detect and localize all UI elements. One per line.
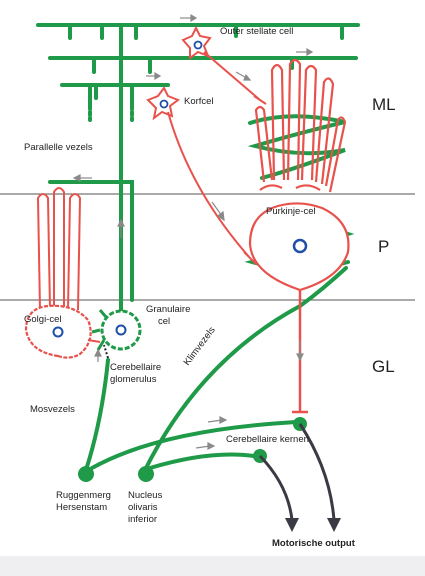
label-golgi-cel: Golgi-cel xyxy=(24,314,62,325)
label-glomerulus-line2: glomerulus xyxy=(110,374,157,385)
outer-stellate-body xyxy=(181,25,212,60)
signal-direction-arrows xyxy=(72,13,314,450)
golgi-nucleus xyxy=(52,326,64,338)
label-cerebellaire-kernen: Cerebellaire kernen xyxy=(226,434,309,445)
golgi-soma xyxy=(24,304,92,359)
label-ruggenmerg: Ruggenmerg xyxy=(56,490,111,501)
label-inferior: inferior xyxy=(128,514,157,525)
label-mosvezels: Mosvezels xyxy=(30,404,75,415)
granule-nucleus xyxy=(115,324,127,336)
label-granulaire-line2: cel xyxy=(158,316,170,327)
label-korfcel: Korfcel xyxy=(184,96,214,107)
layer-label-ml: ML xyxy=(372,95,396,114)
spinal-cord-brainstem-node xyxy=(78,466,94,482)
label-klimvezels: Klimvezels xyxy=(182,325,218,368)
basket-cell-nucleus xyxy=(159,99,169,109)
basket-cell-axon xyxy=(167,111,257,265)
label-nucleus: Nucleus xyxy=(128,490,163,501)
basket-cell-body xyxy=(146,86,181,121)
granule-dendrites xyxy=(91,309,108,351)
label-motorische-output: Motorische output xyxy=(272,538,356,549)
golgi-axon xyxy=(87,339,101,343)
label-olivaris: olivaris xyxy=(128,502,158,513)
motor-output-pathways xyxy=(258,423,336,521)
mossy-fiber xyxy=(84,358,110,472)
output-arrowhead-1 xyxy=(327,518,341,532)
mossy-collateral xyxy=(90,420,298,470)
purkinje-dendrites xyxy=(254,58,347,193)
label-glomerulus-line1: Cerebellaire xyxy=(110,362,161,373)
label-parallelle-vezels: Parallelle vezels xyxy=(24,142,93,153)
climbing-fiber xyxy=(143,266,348,472)
layer-label-gl: GL xyxy=(372,357,395,376)
outer-stellate-nucleus xyxy=(193,40,203,50)
inferior-olive-node xyxy=(138,466,154,482)
layer-label-p: P xyxy=(378,237,389,256)
climbing-collateral xyxy=(148,452,256,470)
mossy-terminal xyxy=(103,344,109,359)
golgi-dendrites xyxy=(36,187,82,311)
purkinje-soma xyxy=(248,202,350,292)
label-outer-stellate-cell: Outer stellate cell xyxy=(220,26,293,37)
outer-stellate-axon xyxy=(203,51,267,105)
parallel-fiber-golgi xyxy=(48,180,134,302)
granule-cell-body xyxy=(100,309,142,351)
bottom-strip xyxy=(0,556,425,576)
output-arrowhead-2 xyxy=(285,518,299,532)
purkinje-nucleus xyxy=(292,238,308,254)
label-hersenstam: Hersenstam xyxy=(56,502,107,513)
label-purkinje-cel: Purkinje-cel xyxy=(266,206,316,217)
label-granulaire-line1: Granulaire xyxy=(146,304,190,315)
